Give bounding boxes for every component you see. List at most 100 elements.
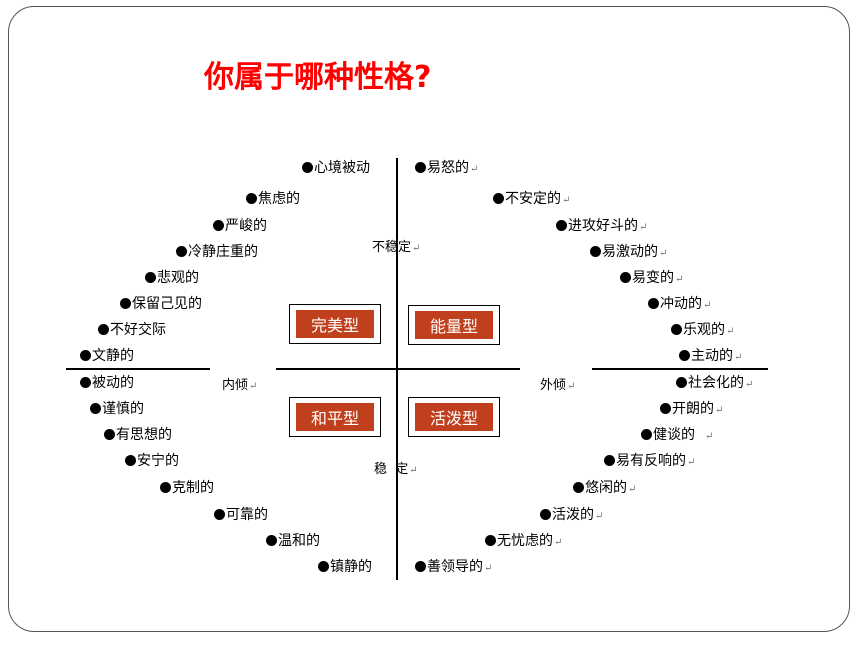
horizontal-axis-right [592, 368, 768, 370]
trait-right: 易激动的↵ [590, 244, 667, 262]
return-icon: ↵ [639, 222, 648, 233]
trait-left: 被动的 [80, 375, 134, 391]
bullet-icon [160, 482, 171, 493]
bullet-icon [641, 429, 652, 440]
bullet-icon [213, 220, 224, 231]
trait-left: 悲观的 [145, 270, 199, 286]
trait-left: 文静的 [80, 348, 134, 364]
return-icon: ↵ [703, 300, 712, 311]
bullet-icon [671, 324, 682, 335]
bullet-icon [125, 455, 136, 466]
trait-left: 有思想的 [104, 427, 172, 443]
trait-left: 保留己见的 [120, 296, 202, 312]
trait-left: 安宁的 [125, 453, 179, 469]
bullet-icon [176, 246, 187, 257]
trait-right: 易变的↵ [620, 270, 683, 288]
trait-right: 易怒的↵ [415, 160, 478, 178]
trait-right: 开朗的↵ [660, 401, 723, 419]
axis-label-stable: 稳 定↵ [374, 458, 418, 477]
return-icon: ↵ [409, 465, 418, 476]
trait-right: 易有反响的↵ [604, 453, 695, 471]
bullet-icon [90, 403, 101, 414]
trait-left: 冷静庄重的 [176, 244, 258, 260]
bullet-icon [98, 324, 109, 335]
return-icon: ↵ [412, 243, 421, 254]
bullet-icon [540, 509, 551, 520]
return-icon: ↵ [628, 484, 637, 495]
bullet-icon [660, 403, 671, 414]
bullet-icon [573, 482, 584, 493]
bullet-icon [80, 377, 91, 388]
bullet-icon [620, 272, 631, 283]
return-icon: ↵ [734, 352, 743, 363]
trait-right: 健谈的↵ [641, 427, 713, 445]
quadrant-lively: 活泼型 [408, 397, 500, 437]
bullet-icon [80, 350, 91, 361]
trait-left: 温和的 [266, 533, 320, 549]
return-icon: ↵ [675, 274, 684, 285]
trait-right: 进攻好斗的↵ [556, 218, 647, 236]
bullet-icon [318, 561, 329, 572]
trait-right: 主动的↵ [679, 348, 742, 366]
bullet-icon [556, 220, 567, 231]
trait-right: 社会化的↵ [676, 375, 753, 393]
trait-left: 可靠的 [214, 507, 268, 523]
return-icon: ↵ [484, 563, 493, 574]
horizontal-axis-center [276, 368, 520, 370]
axis-label-text: 不稳定 [372, 240, 412, 255]
trait-left: 不好交际 [98, 322, 166, 338]
return-icon: ↵ [726, 326, 735, 337]
bullet-icon [302, 162, 313, 173]
bullet-icon [266, 535, 277, 546]
axis-label-extrovert: 外倾↵ [540, 374, 575, 393]
quadrant-label: 活泼型 [415, 403, 493, 431]
return-icon: ↵ [595, 511, 604, 522]
bullet-icon [120, 298, 131, 309]
return-icon: ↵ [715, 405, 724, 416]
quadrant-label: 完美型 [296, 310, 374, 338]
horizontal-axis-left [66, 368, 210, 370]
return-icon: ↵ [554, 537, 563, 548]
axis-label-text: 内倾 [222, 378, 249, 393]
trait-left: 焦虑的 [246, 191, 300, 207]
bullet-icon [104, 429, 115, 440]
return-icon: ↵ [705, 431, 714, 442]
trait-right: 悠闲的↵ [573, 480, 636, 498]
bullet-icon [485, 535, 496, 546]
return-icon: ↵ [470, 164, 479, 175]
quadrant-label: 和平型 [296, 403, 374, 431]
bullet-icon [415, 162, 426, 173]
trait-right: 善领导的↵ [415, 559, 492, 577]
trait-left: 严峻的 [213, 218, 267, 234]
bullet-icon [679, 350, 690, 361]
bullet-icon [590, 246, 601, 257]
trait-left: 谨慎的 [90, 401, 144, 417]
page-title: 你属于哪种性格? [204, 60, 432, 95]
bullet-icon [246, 193, 257, 204]
axis-label-unstable: 不稳定↵ [372, 236, 420, 255]
bullet-icon [604, 455, 615, 466]
return-icon: ↵ [562, 195, 571, 206]
quadrant-label: 能量型 [415, 311, 493, 339]
bullet-icon [676, 377, 687, 388]
axis-label-text: 外倾 [540, 378, 567, 393]
trait-left: 克制的 [160, 480, 214, 496]
quadrant-peace: 和平型 [289, 397, 381, 437]
return-icon: ↵ [687, 457, 696, 468]
trait-left: 心境被动 [302, 160, 370, 176]
trait-right: 不安定的↵ [493, 191, 570, 209]
slide-frame [8, 6, 850, 632]
trait-right: 冲动的↵ [648, 296, 711, 314]
trait-right: 乐观的↵ [671, 322, 734, 340]
trait-left: 镇静的 [318, 559, 372, 575]
return-icon: ↵ [249, 381, 258, 392]
axis-label-introvert: 内倾↵ [222, 374, 257, 393]
return-icon: ↵ [659, 248, 668, 259]
return-icon: ↵ [567, 381, 576, 392]
bullet-icon [648, 298, 659, 309]
return-icon: ↵ [745, 379, 754, 390]
bullet-icon [145, 272, 156, 283]
trait-right: 活泼的↵ [540, 507, 603, 525]
quadrant-energy: 能量型 [408, 305, 500, 345]
bullet-icon [415, 561, 426, 572]
